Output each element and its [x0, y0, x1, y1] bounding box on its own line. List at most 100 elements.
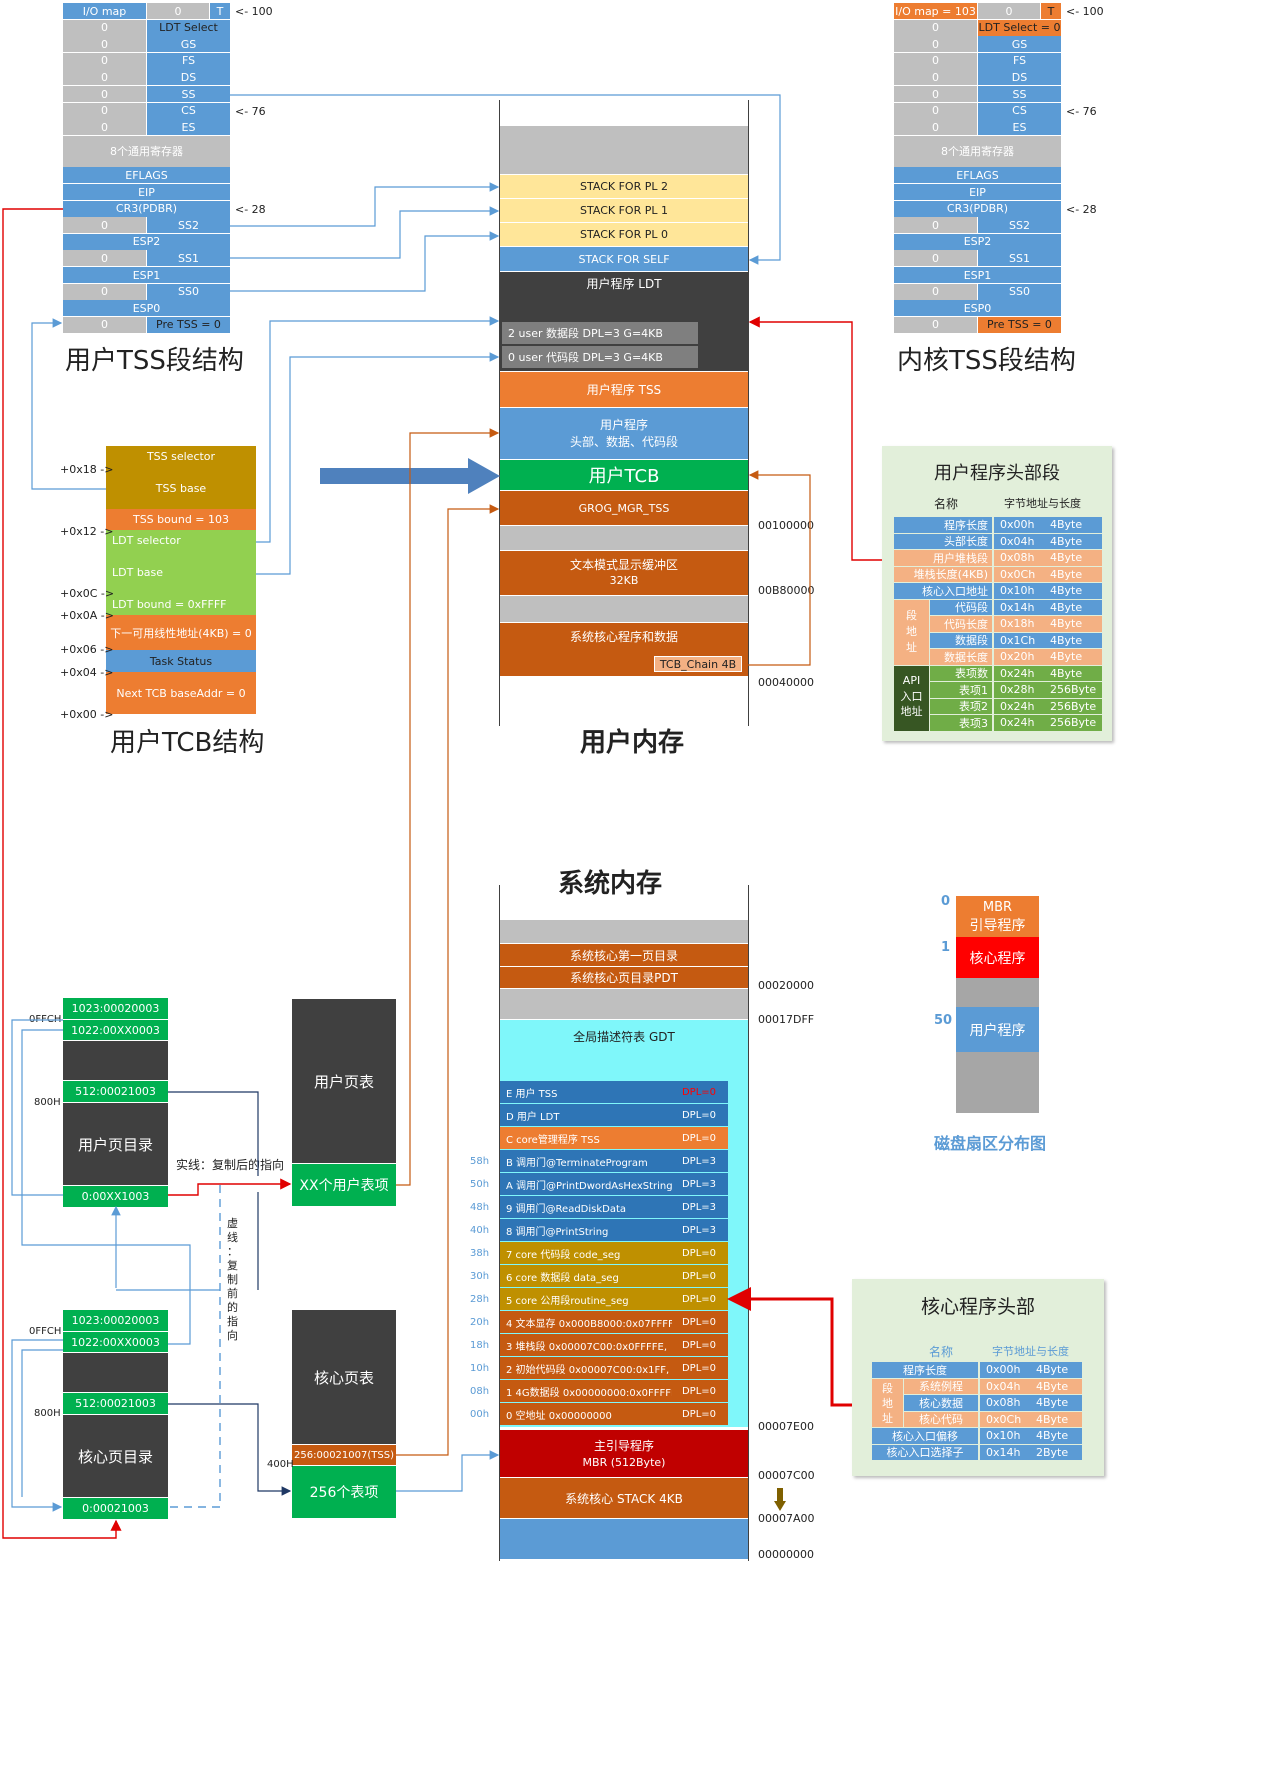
mbr-line2: MBR (512Byte)	[582, 1455, 666, 1469]
core-header-len-2: 4Byte	[1030, 1395, 1082, 1411]
text-buffer-line2: 32KB	[609, 574, 639, 587]
tss-field-7-reserved: 0	[894, 119, 977, 136]
disk-sector-0: 0	[941, 894, 951, 909]
tcb-task-status: Task Status	[106, 650, 256, 672]
gdt-entry-dpl: DPL=0	[681, 1109, 717, 1121]
gdt-entry-text: 9 调用门@ReadDiskData	[506, 1203, 627, 1215]
user-header-seg-char: 地	[906, 625, 917, 638]
core-pagedir-label: 核心页目录	[63, 1415, 168, 1497]
tss-io-map: I/O map	[63, 3, 146, 19]
tss-field-18: Pre TSS = 0	[978, 316, 1061, 333]
tss-field-3-reserved: 0	[63, 52, 146, 69]
gdt-entry-text: 7 core 代码段 code_seg	[506, 1249, 621, 1261]
core-header-col-addr: 字节地址与长度	[992, 1345, 1069, 1358]
tcb-next-tcb: Next TCB baseAddr = 0	[106, 672, 256, 714]
tss-io-map: I/O map = 103	[894, 3, 977, 19]
tcb-ldt-selector: LDT selector	[106, 530, 256, 551]
tss-offset-label: <- 28	[1066, 202, 1097, 216]
gdt-entry-13: 1 4G数据段 0x00000000:0x0FFFFF,DPL=0	[500, 1380, 728, 1402]
user-memory-left-border	[499, 100, 500, 726]
ldt-data-seg: 2 user 数据段 DPL=3 G=4KB	[502, 322, 698, 344]
user-header-len-5: 4Byte	[1044, 599, 1102, 615]
tss-field-1: LDT Select = 0	[978, 19, 1061, 36]
core-pde-upper	[63, 1353, 168, 1392]
core-header-addr-1: 0x04h	[980, 1378, 1030, 1394]
gdt-entry-dpl: DPL=0	[681, 1086, 717, 1098]
tss-field-16: SS0	[147, 283, 230, 300]
addr-00000000: 00000000	[758, 1548, 814, 1561]
addr-00040000: 00040000	[758, 676, 814, 689]
user-header-len-0: 4Byte	[1044, 517, 1102, 533]
core-pte-256: 256:00021007(TSS)	[292, 1445, 396, 1465]
user-ldt: 用户程序 LDT 2 user 数据段 DPL=3 G=4KB 0 user 代…	[500, 272, 748, 371]
tss-field-2: GS	[978, 36, 1061, 53]
user-header-addr-7: 0x1Ch	[994, 632, 1044, 648]
tcb-tss-selector: TSS selector	[106, 446, 256, 467]
gdt-offset: 28h	[470, 1294, 490, 1305]
tss-field-17: ESP0	[63, 300, 230, 317]
tss-field-12-reserved: 0	[894, 217, 977, 234]
user-header-col-name: 名称	[934, 497, 959, 511]
tss-field-4-reserved: 0	[63, 69, 146, 86]
dashed-line-note: 虚线：复制前的指向	[227, 1215, 241, 1345]
user-memory-caption: 用户内存	[580, 728, 685, 758]
stack-self: STACK FOR SELF	[500, 247, 748, 271]
core-program-data-label: 系统核心程序和数据	[569, 629, 678, 644]
dashed-note-char: 复	[227, 1259, 238, 1272]
tss-field-12: SS2	[147, 217, 230, 234]
user-header-len-11: 256Byte	[1044, 698, 1102, 714]
user-pde-0: 0:00XX1003	[63, 1186, 168, 1207]
user-header-api-char: 入口	[900, 689, 923, 703]
tcb-next-linear: 下一可用线性地址(4KB) = 0	[106, 615, 256, 650]
user-header-addr-4: 0x10h	[994, 583, 1044, 599]
user-header-seg-group: 段地址	[894, 599, 929, 665]
user-header-len-6: 4Byte	[1044, 616, 1102, 632]
core-pagedir-800h: 800H	[34, 1408, 61, 1419]
user-header-name-11: 表项2	[930, 698, 992, 714]
tss-io-zero: 0	[147, 3, 209, 19]
user-header-addr-0: 0x00h	[994, 517, 1044, 533]
gdt-entry-text: E 用户 TSS	[506, 1088, 558, 1100]
dashed-note-char: 指	[227, 1315, 238, 1328]
dashed-note-char: ：	[227, 1245, 238, 1258]
core-pdt: 系统核心页目录PDT	[500, 967, 748, 988]
tss-t-flag: T	[210, 3, 230, 19]
tss-field-14-reserved: 0	[63, 250, 146, 267]
tss-field-18-reserved: 0	[894, 316, 977, 333]
mbr-line1: 主引导程序	[593, 1438, 654, 1453]
gdt-entry-text: D 用户 LDT	[506, 1111, 560, 1123]
user-header-len-8: 4Byte	[1044, 649, 1102, 665]
tss-field-8: 8个通用寄存器	[63, 135, 230, 167]
tss-field-11: CR3(PDBR)	[894, 200, 1061, 217]
grog-mgr-tss: GROG_MGR_TSS	[500, 491, 748, 525]
disk-sector-50: 50	[934, 1013, 953, 1028]
user-program-line2: 头部、数据、代码段	[569, 434, 678, 449]
core-pte-entries: 256个表项	[292, 1466, 396, 1518]
tcb-offset-04: +0x04 ->	[60, 666, 114, 679]
tss-field-6: CS	[978, 102, 1061, 119]
user-header-name-9: 表项数	[930, 665, 992, 681]
tss-offset-label: <- 28	[235, 202, 266, 216]
solid-line-note: 实线：复制后的指向	[176, 1158, 285, 1172]
tss-field-4: DS	[978, 69, 1061, 86]
tss-field-5: SS	[147, 86, 230, 102]
user-program-body: 用户程序 头部、数据、代码段	[500, 408, 748, 459]
user-header-len-12: 256Byte	[1044, 715, 1102, 731]
user-header-name-1: 头部长度	[894, 533, 992, 549]
core-page-directory: 1023:00020003 1022:00XX0003 512:00021003…	[63, 1310, 168, 1519]
tss-field-15: ESP1	[63, 267, 230, 283]
tss-field-6-reserved: 0	[894, 102, 977, 119]
tcb-offset-18: +0x18 ->	[60, 463, 114, 476]
gdt-entry-dpl: DPL=0	[681, 1293, 717, 1305]
tcb-tss-base: TSS base	[106, 467, 256, 509]
dashed-note-char: 线	[227, 1231, 238, 1244]
tss-field-7: ES	[978, 119, 1061, 136]
